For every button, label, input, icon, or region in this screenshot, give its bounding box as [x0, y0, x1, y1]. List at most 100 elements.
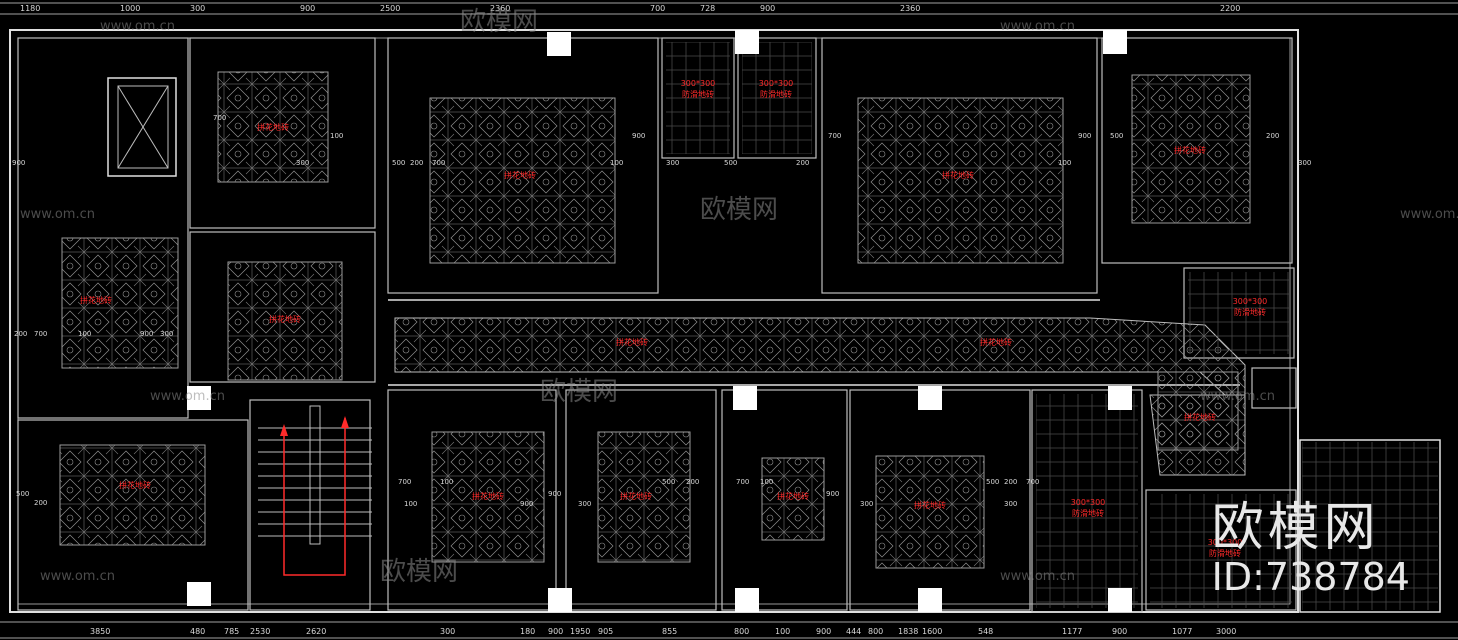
top-dim-label: 900 — [300, 4, 315, 13]
bottom-dim-label: 1838 — [898, 627, 918, 636]
walls-layer — [9, 29, 1441, 613]
structural-column — [187, 386, 211, 410]
top-dim-label: 728 — [700, 4, 715, 13]
room-label-pinhua: 拼花地砖 — [980, 337, 1012, 347]
structural-column — [918, 588, 942, 612]
room-label-tile: 300*300 — [759, 79, 794, 88]
bottom-dim-label: 3850 — [90, 627, 110, 636]
bottom-dim-label: 905 — [598, 627, 613, 636]
top-dim-label: 900 — [760, 4, 775, 13]
top-dim-label: 700 — [650, 4, 665, 13]
pinhua-panel — [597, 431, 691, 563]
interior-dim-label: 500 — [392, 159, 405, 167]
watermark-layer: www.om.cn 欧模网 www.om.cn www.om.cn 欧模网 www.om.… — [20, 7, 1458, 587]
room-label-tile: 300*300 — [1208, 538, 1243, 547]
faint-watermark: www.om.cn — [1000, 569, 1075, 584]
room-label-pinhua: 拼花地砖 — [504, 170, 536, 180]
faint-watermark: www.om.cn — [1200, 389, 1275, 404]
pinhua-panel — [875, 455, 985, 569]
room-label-antislip: 防滑地砖 — [760, 89, 792, 99]
pinhua-panel — [59, 444, 206, 546]
room-wall — [249, 399, 371, 611]
faint-watermark: 欧模网 — [380, 557, 458, 587]
interior-dim-label: 300 — [296, 159, 309, 167]
interior-dim-label: 200 — [686, 478, 699, 486]
interior-dim-label: 300 — [860, 500, 873, 508]
structural-column — [547, 32, 571, 56]
room-label-antislip: 防滑地砖 — [1234, 307, 1266, 317]
room-label-tile: 300*300 — [1233, 297, 1268, 306]
room-wall — [661, 37, 735, 159]
interior-dim-label: 200 — [1004, 478, 1017, 486]
interior-dim-label: 700 — [736, 478, 749, 486]
interior-dim-label: 200 — [14, 330, 27, 338]
watermark-brand: 欧模网 — [1211, 498, 1380, 558]
annex-grid — [1302, 442, 1438, 610]
interior-dim-label: 900 — [520, 500, 533, 508]
pinhua-panel — [217, 71, 329, 183]
interior-dim-label: 900 — [632, 132, 645, 140]
room-label-tile: 300*300 — [681, 79, 716, 88]
interior-dim-label: 700 — [1026, 478, 1039, 486]
stair-arrow-path — [283, 418, 346, 576]
grid-tile-area — [666, 42, 730, 154]
interior-dim-label: 700 — [828, 132, 841, 140]
outer-wall — [9, 29, 1299, 613]
grid-tile-area — [742, 42, 812, 154]
bottom-dim-label: 548 — [978, 627, 993, 636]
room-wall — [1251, 367, 1297, 409]
interior-dim-label: 900 — [1078, 132, 1091, 140]
structural-column — [187, 582, 211, 606]
room-wall — [1183, 267, 1295, 359]
interior-dim-label: 500 — [1110, 132, 1123, 140]
structural-column — [1103, 30, 1127, 54]
room-label-pinhua: 拼花地砖 — [80, 295, 112, 305]
pinhua-panel — [61, 237, 179, 369]
interior-dim-label: 100 — [610, 159, 623, 167]
interior-dim-label: 900 — [548, 490, 561, 498]
top-dim-label: 1180 — [20, 4, 40, 13]
interior-dim-label: 200 — [1266, 132, 1279, 140]
bottom-dim-label: 1600 — [922, 627, 942, 636]
faint-watermark: 欧模网 — [460, 7, 538, 37]
bottom-dim-label: 900 — [816, 627, 831, 636]
corridor-floor — [394, 317, 1246, 396]
room-label-pinhua: 拼花地砖 — [119, 480, 151, 490]
room-label-pinhua: 拼花地砖 — [777, 491, 809, 501]
interior-dim-label: 700 — [432, 159, 445, 167]
room-label-pinhua: 拼花地砖 — [942, 170, 974, 180]
room-label-antislip: 防滑地砖 — [682, 89, 714, 99]
interior-dim-label: 300 — [666, 159, 679, 167]
stair-arrow-head — [341, 416, 349, 428]
room-label-pinhua: 拼花地砖 — [914, 500, 946, 510]
pinhua-panel — [431, 431, 545, 563]
faint-watermark: www.om.cn — [150, 389, 225, 404]
annex-wall — [1299, 439, 1441, 613]
bottom-dim-label: 785 — [224, 627, 239, 636]
watermark-id: ID:738784 — [1211, 555, 1410, 599]
bottom-dim-label: 180 — [520, 627, 535, 636]
interior-dim-label: 300 — [160, 330, 173, 338]
top-dim-label: 2500 — [380, 4, 400, 13]
room-wall — [821, 37, 1098, 294]
interior-dim-label: 100 — [440, 478, 453, 486]
elevator-shaft — [107, 77, 177, 177]
bottom-dim-label: 1950 — [570, 627, 590, 636]
pinhua-panel — [1157, 371, 1239, 451]
interior-dim-label: 300 — [578, 500, 591, 508]
faint-watermark: www.om.cn — [1000, 19, 1075, 34]
grid-tile-area — [1150, 494, 1292, 608]
bottom-dim-label: 2530 — [250, 627, 270, 636]
faint-watermark: 欧模网 — [540, 377, 618, 407]
room-label-pinhua: 拼花地砖 — [269, 314, 301, 324]
interior-dim-label: 700 — [398, 478, 411, 486]
bottom-dim-label: 480 — [190, 627, 205, 636]
structural-column — [548, 588, 572, 612]
top-dim-label: 300 — [190, 4, 205, 13]
interior-dim-label: 900 — [826, 490, 839, 498]
pinhua-panel — [227, 261, 343, 381]
interior-dim-label: 200 — [410, 159, 423, 167]
interior-dim-label: 100 — [760, 478, 773, 486]
pinhua-panel — [1131, 74, 1251, 224]
